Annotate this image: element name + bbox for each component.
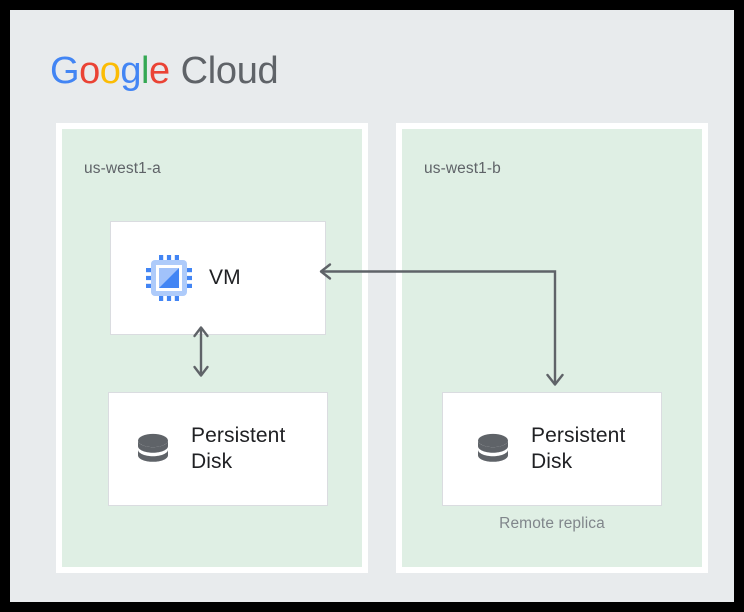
google-wordmark: Google [50, 52, 170, 90]
database-disk-icon [138, 433, 168, 462]
zone-label-us-west1-a: us-west1-a [84, 160, 161, 177]
resource-card-persistent-disk-a[interactable]: Persistent Disk [108, 392, 328, 506]
remote-replica-caption: Remote replica [499, 515, 605, 532]
resource-card-persistent-disk-b[interactable]: Persistent Disk [442, 392, 662, 506]
logo-letter-e: e [148, 50, 170, 92]
database-disk-icon [478, 433, 508, 462]
logo-letter-l: l [140, 50, 149, 92]
logo-letter-o2: o [99, 50, 121, 92]
zone-label-us-west1-b: us-west1-b [424, 160, 501, 177]
cpu-chip-icon [146, 255, 192, 301]
resource-label-persistent-disk-a: Persistent Disk [191, 424, 286, 473]
cloud-wordmark: Cloud [180, 50, 279, 92]
diagram-canvas: Google Cloud us-west1-a [10, 10, 734, 602]
resource-label-persistent-disk-b: Persistent Disk [531, 424, 626, 473]
logo-letter-o1: o [79, 50, 100, 92]
logo-letter-g2: g [120, 50, 141, 92]
resource-label-vm: VM [209, 266, 241, 290]
zone-us-west1-a: us-west1-a [56, 123, 368, 573]
zone-us-west1-b: us-west1-b Persistent Disk Remote replic… [396, 123, 708, 573]
logo-letter-g1: G [50, 50, 80, 92]
resource-card-vm[interactable]: VM [110, 221, 326, 335]
google-cloud-logo: Google Cloud [50, 48, 279, 94]
